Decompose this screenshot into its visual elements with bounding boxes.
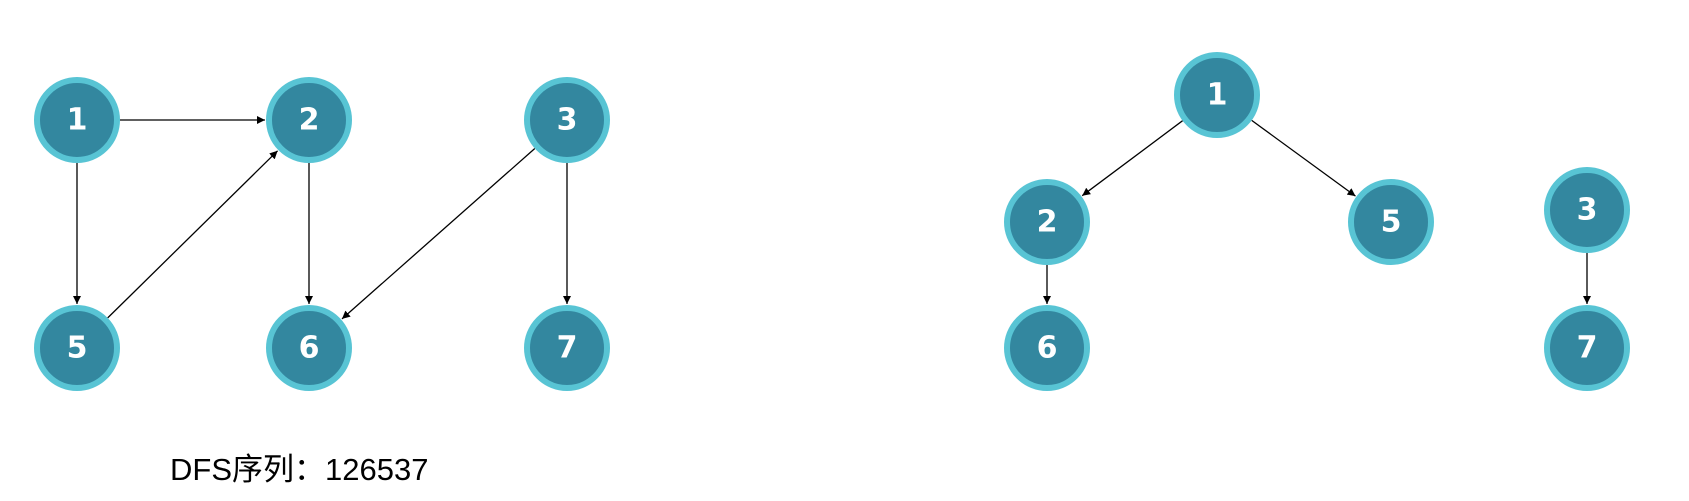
node-circle bbox=[524, 77, 610, 163]
dfs-forest-edge-1-to-2 bbox=[1081, 120, 1183, 197]
node-label: 2 bbox=[1037, 205, 1058, 240]
node-label: 1 bbox=[1207, 78, 1228, 113]
dfs-forest-node-3: 3 bbox=[1544, 167, 1630, 253]
graph-node-1: 1 bbox=[34, 77, 120, 163]
node-label: 1 bbox=[67, 103, 88, 138]
node-circle bbox=[266, 77, 352, 163]
node-circle bbox=[1544, 305, 1630, 391]
node-circle bbox=[34, 305, 120, 391]
dfs-forest-node-7: 7 bbox=[1544, 305, 1630, 391]
node-label: 6 bbox=[299, 331, 320, 366]
node-label: 2 bbox=[299, 103, 320, 138]
graph-edge-3-to-6 bbox=[341, 148, 536, 320]
dfs-forest-node-2: 2 bbox=[1004, 179, 1090, 265]
node-label: 3 bbox=[557, 103, 578, 138]
graph-node-6: 6 bbox=[266, 305, 352, 391]
node-circle bbox=[1174, 52, 1260, 138]
dfs-forest-node-1: 1 bbox=[1174, 52, 1260, 138]
node-circle bbox=[1544, 167, 1630, 253]
node-circle bbox=[1348, 179, 1434, 265]
node-label: 3 bbox=[1577, 193, 1598, 228]
node-circle bbox=[1004, 305, 1090, 391]
nodes-layer: 1 2 3 5 6 7 1 2 5 6 3 7 bbox=[34, 52, 1630, 391]
node-label: 5 bbox=[1381, 205, 1402, 240]
dfs-sequence-caption: DFS序列：126537 bbox=[170, 452, 429, 487]
node-label: 7 bbox=[557, 331, 578, 366]
graph-node-5: 5 bbox=[34, 305, 120, 391]
edges-layer bbox=[73, 116, 1591, 320]
dfs-forest-node-6: 6 bbox=[1004, 305, 1090, 391]
graph-edge-5-to-2 bbox=[107, 150, 279, 319]
node-circle bbox=[1004, 179, 1090, 265]
graph-node-7: 7 bbox=[524, 305, 610, 391]
node-label: 6 bbox=[1037, 331, 1058, 366]
dfs-forest-edge-1-to-5 bbox=[1251, 119, 1356, 197]
node-label: 5 bbox=[67, 331, 88, 366]
node-circle bbox=[524, 305, 610, 391]
graph-node-2: 2 bbox=[266, 77, 352, 163]
node-circle bbox=[266, 305, 352, 391]
graph-node-3: 3 bbox=[524, 77, 610, 163]
node-circle bbox=[34, 77, 120, 163]
dfs-forest-node-5: 5 bbox=[1348, 179, 1434, 265]
node-label: 7 bbox=[1577, 331, 1598, 366]
